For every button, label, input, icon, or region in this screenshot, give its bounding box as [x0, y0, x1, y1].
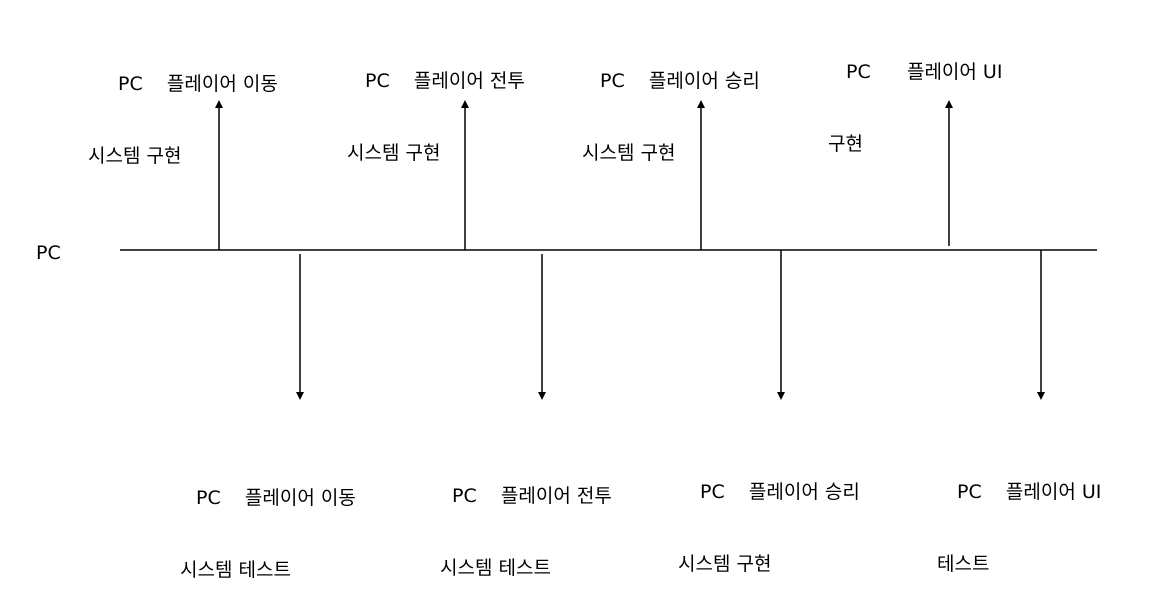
milestone-line1: PC 플레이어 이동	[196, 487, 356, 509]
milestone-line2: 테스트	[937, 553, 990, 575]
milestone-line2: 시스템 구현	[582, 142, 676, 164]
milestone-label-above-4: PC 플레이어 UI 구현	[828, 12, 1002, 180]
milestone-label-below-3: PC 플레이어 승리 시스템 구현	[678, 432, 860, 600]
milestone-line1: PC 플레이어 승리	[700, 481, 860, 503]
milestone-label-above-1: PC 플레이어 이동 시스템 구현	[88, 24, 278, 192]
milestone-line2: 시스템 테스트	[180, 559, 291, 581]
milestone-line2: 시스템 구현	[678, 553, 772, 575]
milestone-line2: 시스템 구현	[88, 145, 182, 167]
milestone-line1: PC 플레이어 UI	[846, 61, 1003, 83]
milestone-line2: 시스템 구현	[347, 142, 441, 164]
milestone-label-above-3: PC 플레이어 승리 시스템 구현	[582, 21, 760, 189]
milestone-line1: PC 플레이어 UI	[957, 481, 1102, 503]
milestone-line1: PC 플레이어 전투	[365, 70, 525, 92]
milestone-label-below-2: PC 플레이어 전투 시스템 테스트	[440, 436, 612, 604]
timeline-diagram	[120, 100, 1097, 400]
milestone-line1: PC 플레이어 승리	[600, 70, 760, 92]
axis-label: PC	[36, 242, 61, 264]
milestone-label-below-1: PC 플레이어 이동 시스템 테스트	[180, 438, 356, 606]
milestone-line2: 구현	[828, 133, 863, 155]
milestone-label-above-2: PC 플레이어 전투 시스템 구현	[347, 21, 525, 189]
milestone-line1: PC 플레이어 전투	[452, 485, 612, 507]
milestone-line2: 시스템 테스트	[440, 557, 551, 579]
milestone-line1: PC 플레이어 이동	[118, 73, 278, 95]
milestone-label-below-4: PC 플레이어 UI 테스트	[937, 432, 1101, 600]
